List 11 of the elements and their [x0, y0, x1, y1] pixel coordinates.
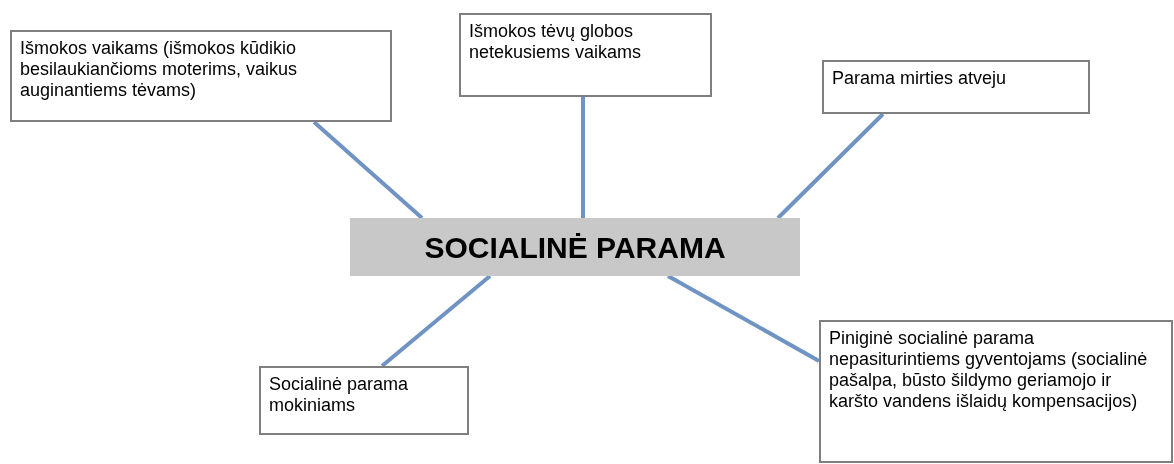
- title-box: SOCIALINĖ PARAMA: [350, 218, 800, 276]
- connector-line: [776, 112, 885, 220]
- text-box: Išmokos tėvų globos netekusiems vaikams: [459, 13, 712, 97]
- connector-line: [380, 274, 492, 368]
- connector-line: [581, 97, 585, 218]
- text-box: Socialinė parama mokiniams: [259, 366, 469, 435]
- connector-line: [312, 120, 424, 220]
- text-box: Parama mirties atveju: [822, 60, 1090, 114]
- connector-line: [667, 274, 820, 363]
- text-box: Piniginė socialinė parama nepasiturintiems gyventojams (socialinė pašalpa, būsto šildymo geriamojo ir karšto vandens išlaidų kompensacijos): [819, 320, 1173, 463]
- text-box: Išmokos vaikams (išmokos kūdikio besilaukiančioms moterims, vaikus auginantiems tėvams): [10, 30, 392, 122]
